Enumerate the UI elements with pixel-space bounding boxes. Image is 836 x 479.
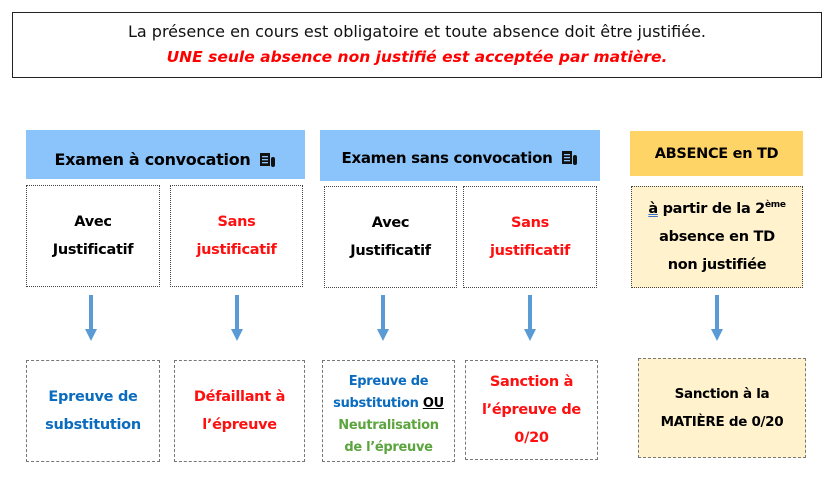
result-defaillant-box: Défaillant à l’épreuve [174,360,305,462]
result-text: l’épreuve de [482,402,581,418]
header-title: Examen à convocation [54,150,251,169]
result-text: Sanction à la [674,386,770,402]
label: Justificatif [350,243,431,259]
result-substitution-or-neutralisation-box: Epreuve de substitution OU Neutralisation d… [322,360,455,462]
result-text: 0/20 [514,430,549,446]
header-exam-sans-convocation: Examen sans convocation [320,130,600,181]
arrow-down-icon [711,295,723,341]
notice-box: La présence en cours est obligatoire et … [12,12,822,78]
header-title: Examen sans convocation [341,148,553,167]
label: Sans [217,214,256,230]
label: partir de la 2 [657,201,766,217]
arrow-down-icon [377,295,389,341]
arrow-down-icon [85,295,97,341]
result-sanction-matiere-box: Sanction à la MATIÈRE de 0/20 [638,358,806,458]
result-sanction-epreuve-box: Sanction à l’épreuve de 0/20 [465,360,598,460]
result-text: Défaillant à [193,389,286,405]
result-text: l’épreuve [202,417,277,433]
or-text: OU [422,396,444,411]
label: Avec [74,214,112,230]
without-justification-box: Sans justificatif [170,185,303,287]
result-text: Neutralisation [338,418,439,433]
header-exam-convocation: Examen à convocation [26,130,305,179]
result-text: Epreuve de substitution [45,389,141,433]
label: Sans [511,215,549,231]
notice-line-2: UNE seule absence non justifié est accep… [166,48,668,66]
label: Avec [371,215,410,231]
td-condition-box: à partir de la 2ème absence en TD non just… [631,186,803,288]
result-substitution-box: Epreuve de substitution [26,360,160,462]
document-icon [259,152,275,167]
result-text: de l’épreuve [344,440,433,455]
superscript: ème [764,200,786,211]
label: absence en TD [659,229,775,245]
notice-line-1: La présence en cours est obligatoire et … [127,22,706,41]
label: Justificatif [52,242,134,258]
without-justification-box: Sans justificatif [463,186,597,288]
label: à [648,201,658,217]
result-text: Sanction à [489,374,574,390]
result-text: substitution [333,396,419,411]
label: justificatif [196,242,277,258]
arrow-down-icon [524,295,536,341]
header-absence-td: ABSENCE en TD [630,131,803,176]
document-icon [561,150,577,165]
label: non justifiée [667,257,767,273]
arrow-down-icon [231,295,243,341]
label: justificatif [489,243,571,259]
result-text: Epreuve de [348,374,429,389]
result-text: MATIÈRE de 0/20 [660,414,784,430]
